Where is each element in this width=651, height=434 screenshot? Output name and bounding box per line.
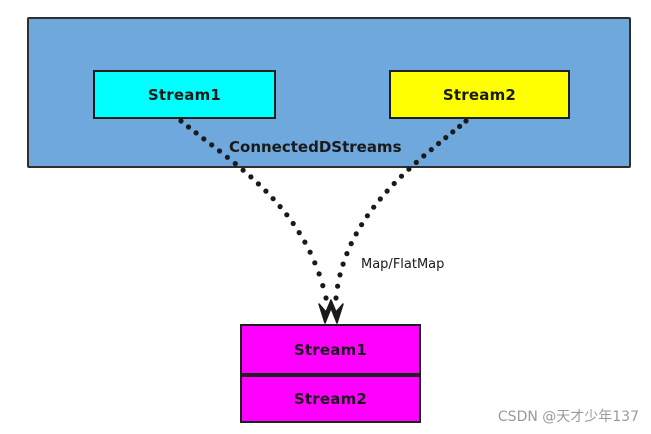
connector-dot xyxy=(335,283,341,289)
connector-dot xyxy=(232,161,238,167)
output-stream1-node: Stream1 xyxy=(240,324,421,375)
connector-dot xyxy=(398,173,405,179)
connector-dot xyxy=(255,181,261,187)
connector-dot xyxy=(277,204,283,210)
connector-dot xyxy=(312,260,318,266)
connector-dot xyxy=(384,188,390,194)
connector-dot xyxy=(391,180,397,187)
connector-dot xyxy=(284,212,290,218)
connector-dot xyxy=(185,124,192,130)
connector-dot xyxy=(371,204,377,210)
output-stream2-node: Stream2 xyxy=(240,375,421,423)
stream1-label: Stream1 xyxy=(147,85,222,104)
connector-dot xyxy=(340,261,346,267)
connector-dot xyxy=(290,220,296,227)
map-flatmap-label: Map/FlatMap xyxy=(361,257,445,272)
connector-dot xyxy=(216,148,223,154)
stream1-node: Stream1 xyxy=(93,70,276,119)
dotted-line-left xyxy=(178,118,329,301)
connector-dot xyxy=(209,142,215,148)
connector-dot xyxy=(296,230,302,236)
connector-dot xyxy=(240,167,246,173)
connector-dot xyxy=(457,123,463,129)
connector-dot xyxy=(248,174,254,180)
connector-dot xyxy=(323,295,329,301)
connector-dot xyxy=(377,196,383,202)
connector-dot xyxy=(443,135,449,141)
connector-dot xyxy=(224,154,230,160)
connector-dot xyxy=(263,188,269,194)
connected-dstreams-label: ConnectedDStreams xyxy=(229,138,402,156)
connector-dot xyxy=(270,196,276,202)
connector-dot xyxy=(364,213,370,219)
connector-dot xyxy=(316,271,322,277)
dotted-line-right xyxy=(333,118,469,301)
arrow-head-icon xyxy=(318,299,344,324)
connector-dot xyxy=(344,251,350,257)
connector-dot xyxy=(353,231,359,237)
connector-dot xyxy=(307,249,313,255)
connector-dot xyxy=(359,222,365,228)
connector-dot xyxy=(421,153,427,159)
output-stream1-label: Stream1 xyxy=(293,340,368,359)
connector-dot xyxy=(428,147,434,153)
connector-dot xyxy=(302,239,308,245)
connector-dot xyxy=(178,118,184,124)
connector-dot xyxy=(413,159,419,165)
connector-dot xyxy=(337,272,343,278)
stream2-label: Stream2 xyxy=(442,85,517,104)
output-stream2-label: Stream2 xyxy=(293,390,368,408)
connector-dot xyxy=(463,118,469,124)
connector-dot xyxy=(406,166,412,172)
connector-dot xyxy=(333,295,339,301)
connector-dot xyxy=(201,136,207,142)
watermark: CSDN @天才少年137 xyxy=(497,409,639,425)
connector-dot xyxy=(348,241,354,247)
connector-dot xyxy=(193,130,199,136)
connector-dot xyxy=(450,129,456,135)
connector-dot xyxy=(320,283,326,289)
stream2-node: Stream2 xyxy=(389,70,570,119)
connector-dot xyxy=(436,140,442,147)
